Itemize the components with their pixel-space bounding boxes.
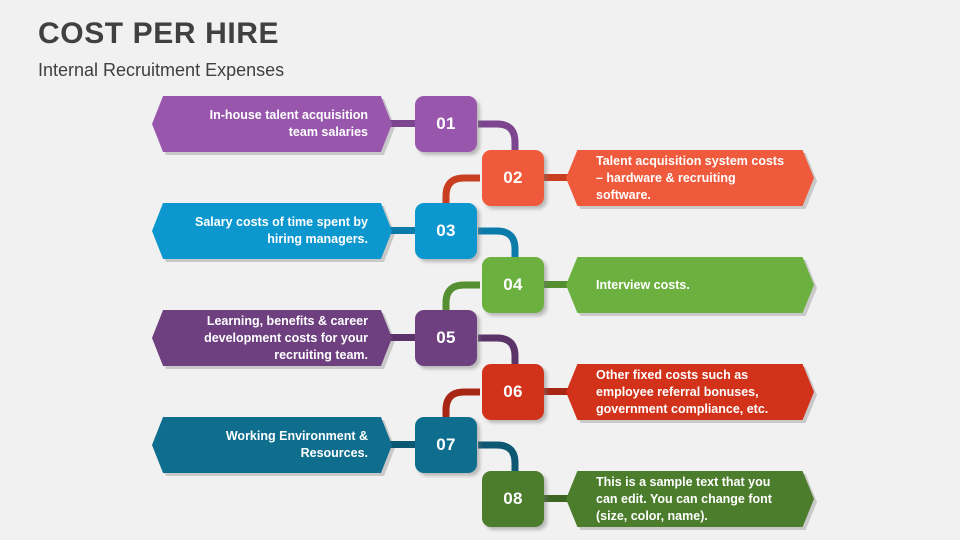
number-badge-07[interactable]: 07 [415,417,477,473]
hex-text-02: Talent acquisition system costs – hardwa… [596,153,785,202]
hex-label-02[interactable]: Talent acquisition system costs – hardwa… [566,150,814,206]
hex-text-06: Other fixed costs such as employee refer… [596,367,769,416]
hex-text-03: Salary costs of time spent by hiring man… [195,215,368,246]
number-badge-04-label: 04 [503,275,523,294]
stub-06 [540,388,576,395]
hex-label-03[interactable]: Salary costs of time spent by hiring man… [152,203,392,259]
hex-label-07[interactable]: Working Environment & Resources. [152,417,392,473]
stub-03 [384,227,420,234]
hex-label-06[interactable]: Other fixed costs such as employee refer… [566,364,814,420]
hex-label-08[interactable]: This is a sample text that you can edit.… [566,471,814,527]
page-title: COST PER HIRE [38,17,280,50]
stub-02 [540,174,576,181]
number-badge-02-label: 02 [503,168,523,187]
number-badge-07-label: 07 [436,435,456,454]
number-badge-06[interactable]: 06 [482,364,544,420]
number-badge-01-label: 01 [436,114,456,133]
stub-05 [384,334,420,341]
number-badge-04[interactable]: 04 [482,257,544,313]
number-badge-01[interactable]: 01 [415,96,477,152]
page-subtitle: Internal Recruitment Expenses [38,60,285,80]
hex-text-07: Working Environment & Resources. [225,429,368,460]
number-badge-08[interactable]: 08 [482,471,544,527]
slide-header: COST PER HIRE Internal Recruitment Expen… [38,14,638,82]
hex-text-05: Learning, benefits & career development … [204,313,368,362]
number-badge-08-label: 08 [503,489,523,508]
number-badge-05-label: 05 [436,328,456,347]
hex-label-04[interactable]: Interview costs. [566,257,814,313]
number-badge-02[interactable]: 02 [482,150,544,206]
number-badge-06-label: 06 [503,382,523,401]
hex-label-01[interactable]: In-house talent acquisition team salarie… [152,96,392,152]
hex-label-05[interactable]: Learning, benefits & career development … [152,310,392,366]
stub-04 [540,281,576,288]
number-badge-05[interactable]: 05 [415,310,477,366]
hex-text-08: This is a sample text that you can edit.… [596,474,772,523]
number-badge-03-label: 03 [436,221,456,240]
hex-text-04: Interview costs. [596,277,690,292]
number-badge-03[interactable]: 03 [415,203,477,259]
stub-01 [384,120,420,127]
stub-08 [540,495,576,502]
stub-07 [384,441,420,448]
hex-text-01: In-house talent acquisition team salarie… [209,108,368,139]
